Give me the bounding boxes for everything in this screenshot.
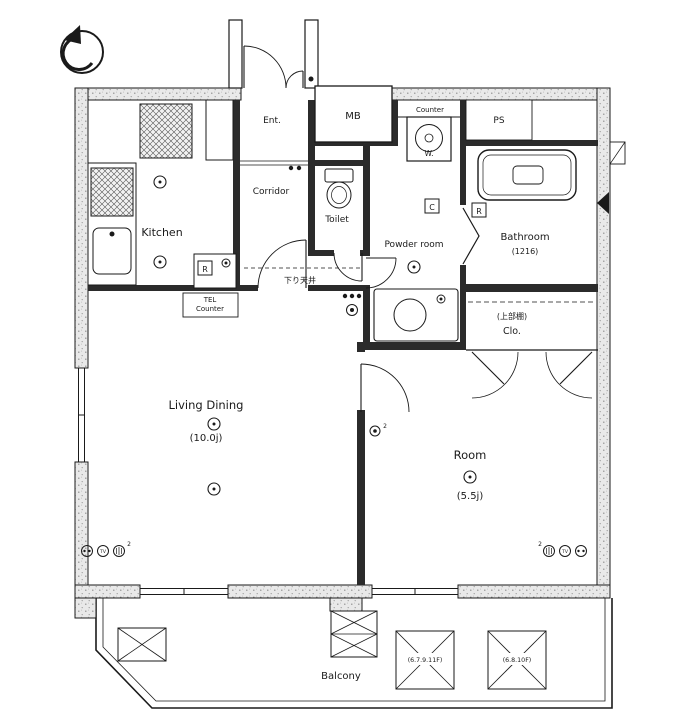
svg-text:2: 2 bbox=[127, 541, 131, 548]
tv-outlet-label: TV bbox=[99, 549, 107, 555]
entrance-alcove-walls bbox=[228, 19, 319, 89]
ceiling-light-icons bbox=[153, 175, 477, 496]
powder-room-door bbox=[365, 257, 397, 289]
light-icon bbox=[153, 175, 167, 189]
wall-notch bbox=[609, 141, 626, 165]
tel-counter: TEL Counter bbox=[182, 292, 239, 318]
pipe-space-label: PS bbox=[493, 116, 504, 126]
room-label: Room bbox=[454, 448, 487, 462]
balcony-label: Balcony bbox=[321, 671, 361, 682]
svg-text:(6.8.10F): (6.8.10F) bbox=[503, 657, 532, 664]
svg-text:2: 2 bbox=[383, 423, 387, 430]
ac-unit-box bbox=[330, 610, 378, 658]
vent-triangle-icon bbox=[597, 192, 609, 214]
closet-shelf-label: (上部棚) bbox=[497, 311, 527, 321]
powder-room-label: Powder room bbox=[384, 240, 443, 250]
light-icon bbox=[207, 482, 221, 496]
svg-text:2: 2 bbox=[538, 541, 542, 548]
toilet-label: Toilet bbox=[324, 215, 349, 225]
corridor-label: Corridor bbox=[253, 187, 290, 197]
kitchen-storage bbox=[139, 103, 193, 159]
lowered-ceiling-label: 下り天井 bbox=[284, 275, 316, 285]
vanity-unit bbox=[373, 288, 459, 342]
living-side-window bbox=[78, 368, 85, 462]
shoes-box bbox=[205, 99, 234, 161]
outer-walls bbox=[74, 87, 611, 619]
compass-north-icon bbox=[60, 25, 104, 74]
toilet-fixture bbox=[324, 168, 354, 209]
meter-box-label: MB bbox=[345, 111, 361, 122]
living-dining-label: Living Dining bbox=[169, 398, 244, 412]
svg-text:(6.7.9.11F): (6.7.9.11F) bbox=[408, 657, 443, 664]
balcony-outline bbox=[95, 598, 613, 709]
closet-doors bbox=[471, 351, 593, 399]
bathroom-folding-door bbox=[462, 207, 480, 265]
entrance-step bbox=[240, 160, 308, 171]
entrance-label: Ent. bbox=[263, 116, 281, 126]
room-labels: Ent. Corridor Counter Kitchen Toilet Pow… bbox=[141, 106, 549, 682]
bathroom-label: Bathroom bbox=[500, 232, 549, 243]
light-icon bbox=[207, 417, 221, 431]
room-door bbox=[360, 363, 410, 413]
doors bbox=[243, 45, 593, 413]
windows bbox=[78, 368, 458, 595]
ac-unit-box-floors-2: (6.8.10F) bbox=[487, 630, 547, 690]
room-size-label: (5.5j) bbox=[457, 491, 484, 502]
toilet-door bbox=[333, 252, 363, 282]
light-icon bbox=[153, 255, 167, 269]
light-icon bbox=[463, 470, 477, 484]
closet-label: Clo. bbox=[503, 326, 521, 337]
living-dining-size-label: (10.0j) bbox=[190, 433, 223, 444]
ac-unit-box-floors-1: (6.7.9.11F) bbox=[395, 630, 455, 690]
doorbell-icon bbox=[308, 76, 314, 82]
controller-right-mark: R bbox=[476, 207, 482, 216]
counter-label: Counter bbox=[416, 106, 444, 114]
faucet-icon bbox=[109, 231, 115, 237]
bathroom-size-label: (1216) bbox=[512, 247, 539, 256]
utility-symbols: 2 bbox=[342, 293, 387, 437]
washer-label: W. bbox=[425, 149, 434, 158]
svg-text:TEL: TEL bbox=[203, 296, 217, 304]
svg-text:Counter: Counter bbox=[196, 305, 224, 313]
stove bbox=[90, 167, 134, 217]
light-icon bbox=[407, 260, 421, 274]
bathroom-fixtures: C R bbox=[424, 149, 577, 265]
tv-outlet-label: TV bbox=[561, 549, 569, 555]
entrance-door bbox=[243, 45, 304, 89]
fridge-mark: R bbox=[202, 265, 208, 274]
controller-left-mark: C bbox=[429, 203, 435, 212]
balcony-equipment: (6.7.9.11F) (6.8.10F) bbox=[117, 610, 547, 690]
kitchen-label: Kitchen bbox=[141, 226, 182, 239]
living-balcony-window bbox=[140, 588, 228, 595]
corridor-door bbox=[257, 239, 307, 289]
kitchen-fixtures: R bbox=[87, 99, 237, 289]
kitchen-sink bbox=[92, 227, 132, 275]
washer-area: W. bbox=[398, 116, 460, 162]
vanity-sink bbox=[393, 298, 427, 332]
ac-unit-box bbox=[117, 627, 167, 662]
pipe-space: PS bbox=[465, 99, 533, 141]
outlet-group-right: TV 2 bbox=[538, 541, 587, 557]
outlet-group-left: TV 2 bbox=[81, 541, 131, 557]
bath-faucet-panel bbox=[512, 165, 544, 185]
room-outlet-icon: 2 bbox=[369, 423, 387, 437]
meter-box: MB bbox=[314, 85, 393, 143]
room-balcony-window bbox=[372, 588, 458, 595]
